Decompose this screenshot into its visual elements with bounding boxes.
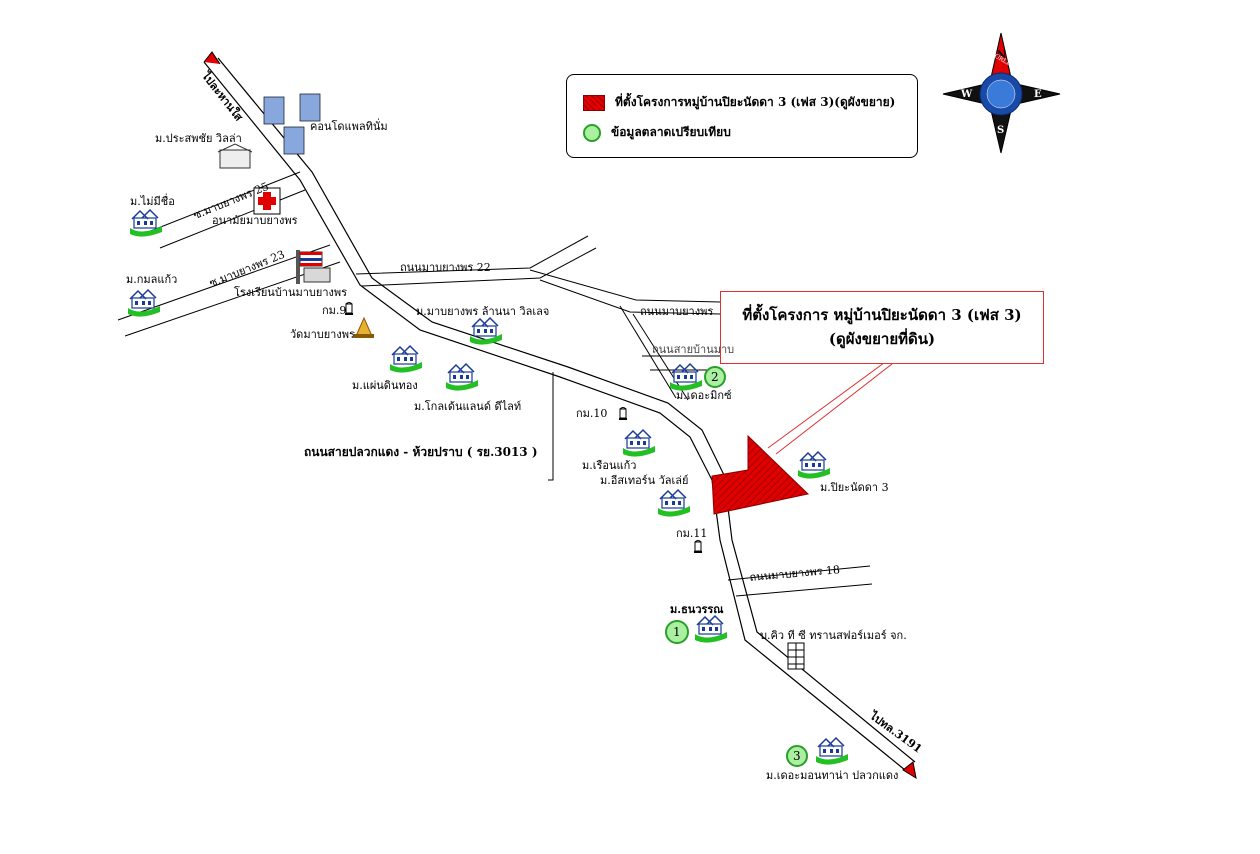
- market-point-2-number: 2: [711, 370, 719, 384]
- school-icon: [296, 250, 331, 284]
- lanna-label: ม.มาบยางพร ล้านนา วิลเลจ: [416, 305, 550, 318]
- project-parcel: [711, 434, 810, 515]
- house-icon: [622, 429, 656, 458]
- factory-icon: [787, 642, 805, 670]
- north-arrow-icon: [203, 51, 221, 65]
- thanawan-label: ม.ธนวรรณ: [670, 603, 724, 616]
- road-22-label: ถนนมาบยางพร 22: [400, 261, 491, 274]
- market-point-1: [665, 620, 689, 644]
- house-icon: [694, 615, 728, 644]
- house-icon: [389, 345, 423, 374]
- main-road: [203, 57, 916, 771]
- compass-icon: [942, 32, 1061, 154]
- market-point-3-number: 3: [793, 749, 801, 763]
- km-marker-icon: [618, 407, 628, 421]
- montana-label: ม.เดอะมอนทาน่า ปลวกแดง: [766, 769, 899, 782]
- km11-label: กม.11: [676, 527, 708, 540]
- market-point-2: [704, 366, 726, 388]
- house-icon: [469, 317, 503, 346]
- house-icon: [669, 363, 703, 392]
- legend: ที่ตั้งโครงการหมู่บ้านปิยะนัดดา 3 (เฟส 3…: [566, 74, 918, 158]
- nameless-label: ม.ไม่มีชื่อ: [130, 195, 175, 208]
- callout-line-1: ที่ตั้งโครงการ หมู่บ้านปิยะนัดดา 3 (เฟส …: [742, 306, 1022, 324]
- themix-label: ม.เดอะมิกซ์: [676, 389, 732, 402]
- callout-pointer: [767, 359, 893, 455]
- legend-project-row: ที่ตั้งโครงการหมู่บ้านปิยะนัดดา 3 (เฟส 3…: [583, 93, 895, 112]
- villa-icon: [217, 143, 253, 169]
- prasopchai-label: ม.ประสพชัย วิลล่า: [155, 132, 242, 145]
- house-icon: [815, 737, 849, 766]
- qtc-label: บ.คิว ที ซี ทรานสฟอร์เมอร์ จก.: [760, 629, 907, 642]
- project-callout: ที่ตั้งโครงการ หมู่บ้านปิยะนัดดา 3 (เฟส …: [720, 291, 1044, 364]
- south-arrow-icon: [902, 761, 917, 780]
- legend-market-row: ข้อมูลตลาดเปรียบเทียบ: [583, 123, 731, 142]
- house-icon: [127, 289, 161, 318]
- golden-label: ม.โกลเด้นแลนด์ ดีไลท์: [414, 400, 522, 413]
- km10-label: กม.10: [576, 407, 608, 420]
- house-icon: [445, 363, 479, 392]
- compass-e-label: E: [1034, 89, 1042, 100]
- house-icon: [657, 489, 691, 518]
- market-point-3: [786, 745, 808, 767]
- house-icon: [129, 209, 163, 238]
- school-label: โรงเรียนบ้านมาบยางพร: [234, 286, 348, 299]
- ruenkaew-label: ม.เรือนแก้ว: [582, 459, 637, 472]
- house-icon: [797, 451, 831, 480]
- kamonkaew-label: ม.กมลแก้ว: [126, 273, 178, 286]
- compass-w-label: W: [961, 89, 973, 100]
- km-marker-icon: [693, 540, 703, 554]
- paendin-label: ม.แผ่นดินทอง: [352, 379, 418, 392]
- legend-project-swatch: [583, 94, 605, 111]
- condo-label: คอนโดแพลทินั่ม: [310, 120, 388, 133]
- km9-label: กม.9: [322, 304, 347, 317]
- legend-project-label: ที่ตั้งโครงการหมู่บ้านปิยะนัดดา 3 (เฟส 3…: [615, 95, 896, 109]
- legend-market-swatch: [583, 123, 601, 142]
- compass-n-label: N: [997, 50, 1007, 61]
- callout-line-2: (ดูผังขยายที่ดิน): [828, 330, 936, 348]
- legend-market-label: ข้อมูลตลาดเปรียบเทียบ: [611, 125, 731, 139]
- main-road-label: ถนนสายปลวกแดง - ห้วยปราบ ( รย.3013 ): [304, 445, 538, 459]
- side-roads: [117, 171, 873, 597]
- temple-label: วัดมาบยางพร: [290, 328, 355, 341]
- piyanatda-label: ม.ปิยะนัดดา 3: [820, 481, 889, 494]
- road-mabyangporn-label: ถนนมาบยางพร: [640, 305, 714, 318]
- hospital-icon: [253, 187, 281, 215]
- condo-icon: [263, 93, 321, 155]
- market-point-1-number: 1: [673, 625, 681, 639]
- anamai-label: อนามัยมาบยางพร: [212, 214, 298, 227]
- eastern-label: ม.อีสเทอร์น วัลเล่ย์: [600, 474, 689, 487]
- compass-s-label: S: [997, 125, 1005, 136]
- road-baanmab-label: ถนนสายบ้านมาบ: [652, 343, 735, 356]
- temple-icon: [354, 316, 374, 338]
